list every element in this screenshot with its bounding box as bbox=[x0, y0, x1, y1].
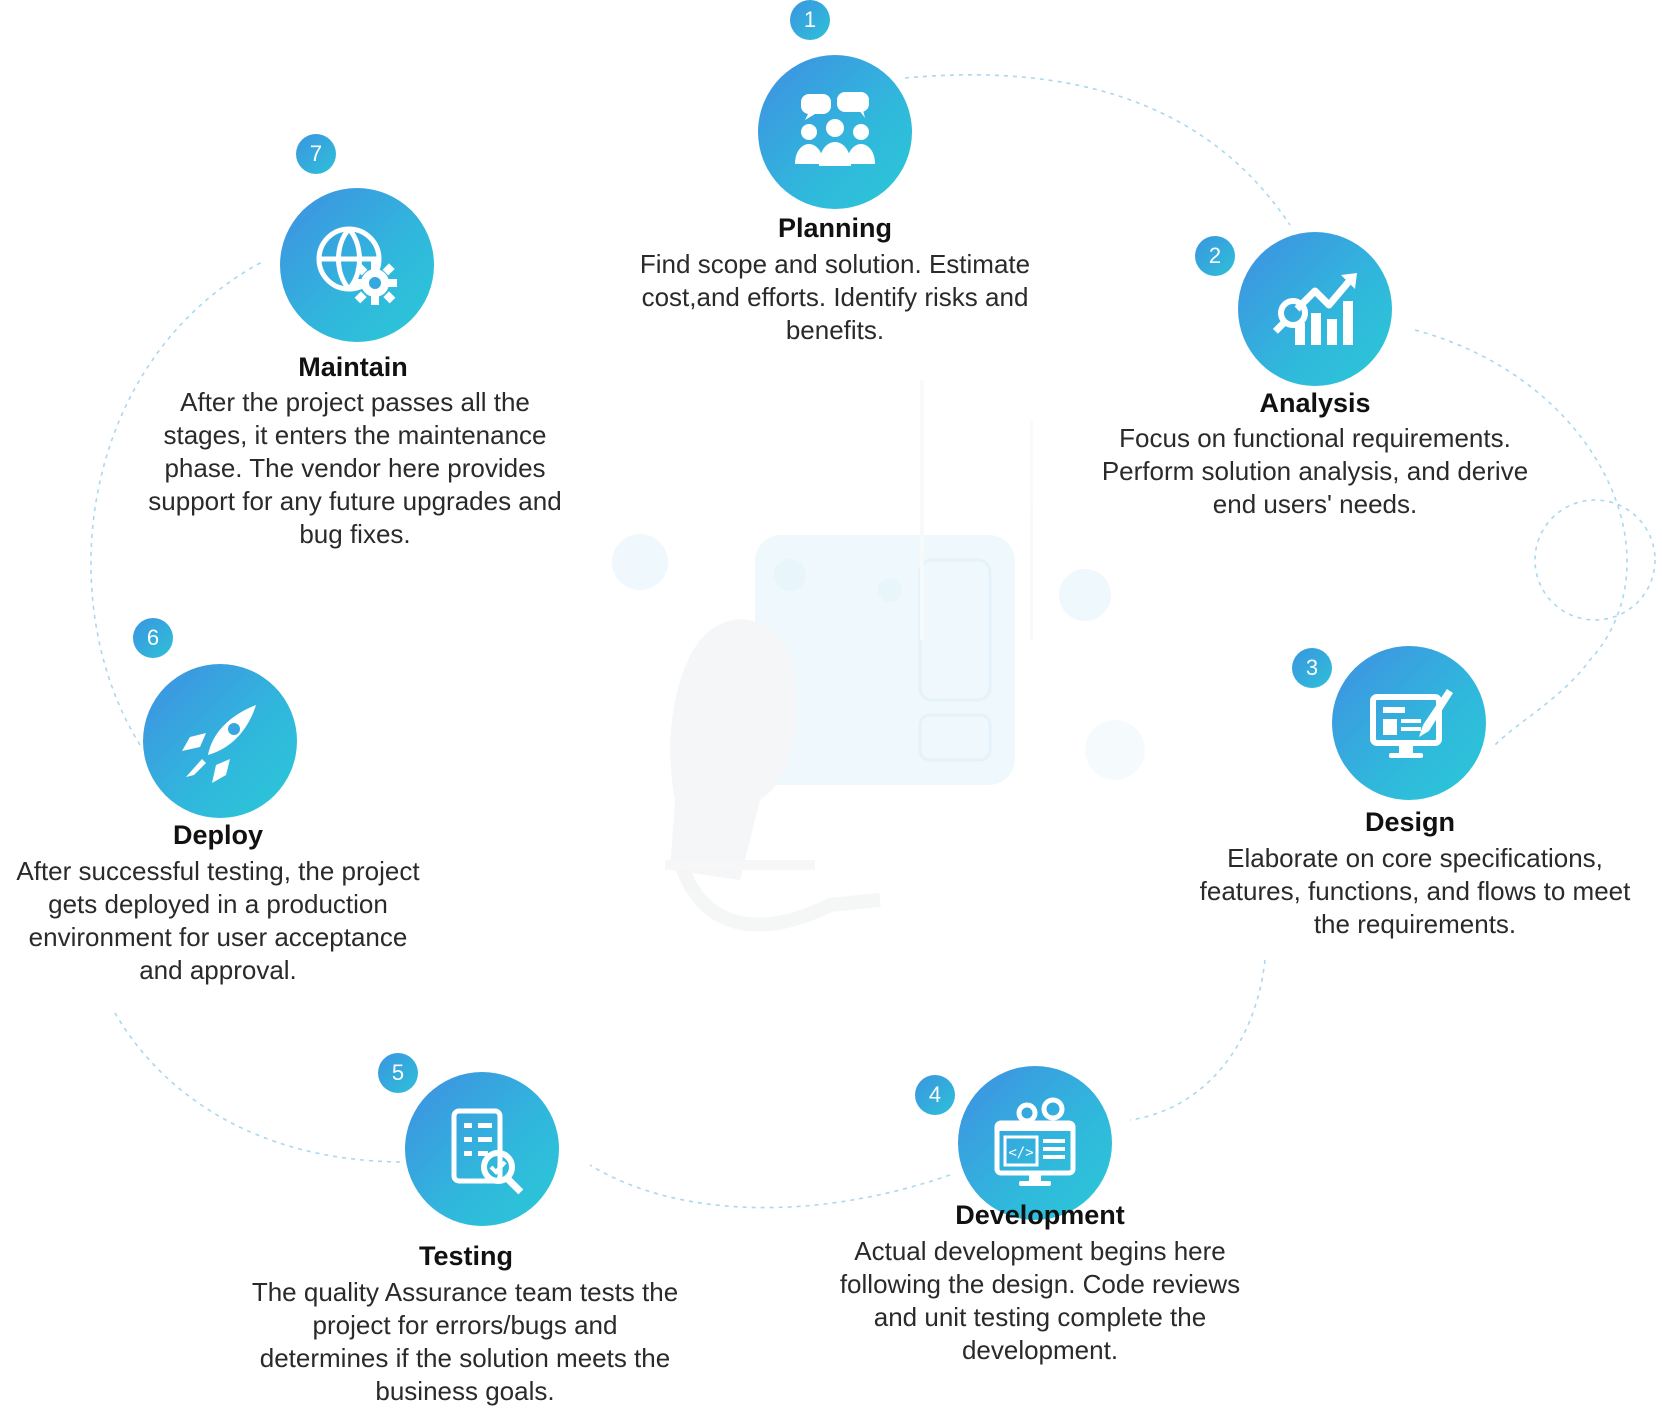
code-monitor-icon: </> bbox=[994, 1097, 1076, 1186]
design-icon-circle bbox=[1332, 646, 1486, 800]
step-number-badge: 2 bbox=[1195, 236, 1235, 276]
step-number-badge: 1 bbox=[790, 0, 830, 40]
design-monitor-icon bbox=[1370, 689, 1453, 758]
stage-title: Development bbox=[955, 1200, 1125, 1230]
connector-loop bbox=[1534, 499, 1656, 621]
step-number-badge: 5 bbox=[378, 1053, 418, 1093]
stage-description: The quality Assurance team tests the pro… bbox=[251, 1277, 679, 1406]
stage-title: Deploy bbox=[172, 820, 264, 850]
stage-description: Actual development begins here following… bbox=[839, 1236, 1241, 1365]
step-number-badge: 6 bbox=[133, 618, 173, 658]
stage-title: Planning bbox=[778, 213, 892, 243]
planning-icon-circle bbox=[758, 55, 912, 209]
connector-3-4 bbox=[1129, 959, 1266, 1121]
step-number-badge: 7 bbox=[296, 134, 336, 174]
step-number-badge: 4 bbox=[915, 1075, 955, 1115]
stage-description: After successful testing, the project ge… bbox=[16, 856, 420, 985]
stage-description: After the project passes all the stages,… bbox=[148, 387, 562, 549]
connector-1-2 bbox=[904, 74, 1291, 226]
analysis-icon-circle bbox=[1238, 232, 1392, 386]
cycle-connectors bbox=[90, 74, 1656, 1209]
stage-description: Elaborate on core specifications, featur… bbox=[1199, 843, 1631, 939]
svg-text:</>: </> bbox=[1008, 1145, 1033, 1161]
team-discussion-icon bbox=[795, 92, 875, 166]
center-illustration bbox=[612, 380, 1145, 932]
checklist-search-icon bbox=[451, 1108, 524, 1195]
deploy-icon-circle bbox=[143, 664, 297, 818]
connector-5-6 bbox=[114, 1012, 401, 1163]
stage-title: Design bbox=[1364, 807, 1456, 837]
development-icon-circle: </> bbox=[958, 1066, 1112, 1220]
maintain-icon-circle bbox=[280, 188, 434, 342]
stage-title: Analysis bbox=[1259, 388, 1371, 418]
testing-icon-circle bbox=[405, 1072, 559, 1226]
connector-2-3 bbox=[1414, 329, 1628, 746]
stage-title: Maintain bbox=[298, 352, 408, 382]
globe-gear-icon bbox=[316, 226, 397, 305]
stage-description: Focus on functional requirements. Perfor… bbox=[1101, 423, 1529, 519]
rocket-icon bbox=[182, 705, 256, 783]
step-number-badge: 3 bbox=[1292, 648, 1332, 688]
connector-4-5 bbox=[589, 1164, 951, 1209]
stage-description: Find scope and solution. Estimate cost,a… bbox=[639, 249, 1031, 345]
analytics-chart-icon bbox=[1272, 273, 1357, 345]
connector-6-7 bbox=[90, 261, 263, 746]
stage-title: Testing bbox=[419, 1241, 513, 1271]
